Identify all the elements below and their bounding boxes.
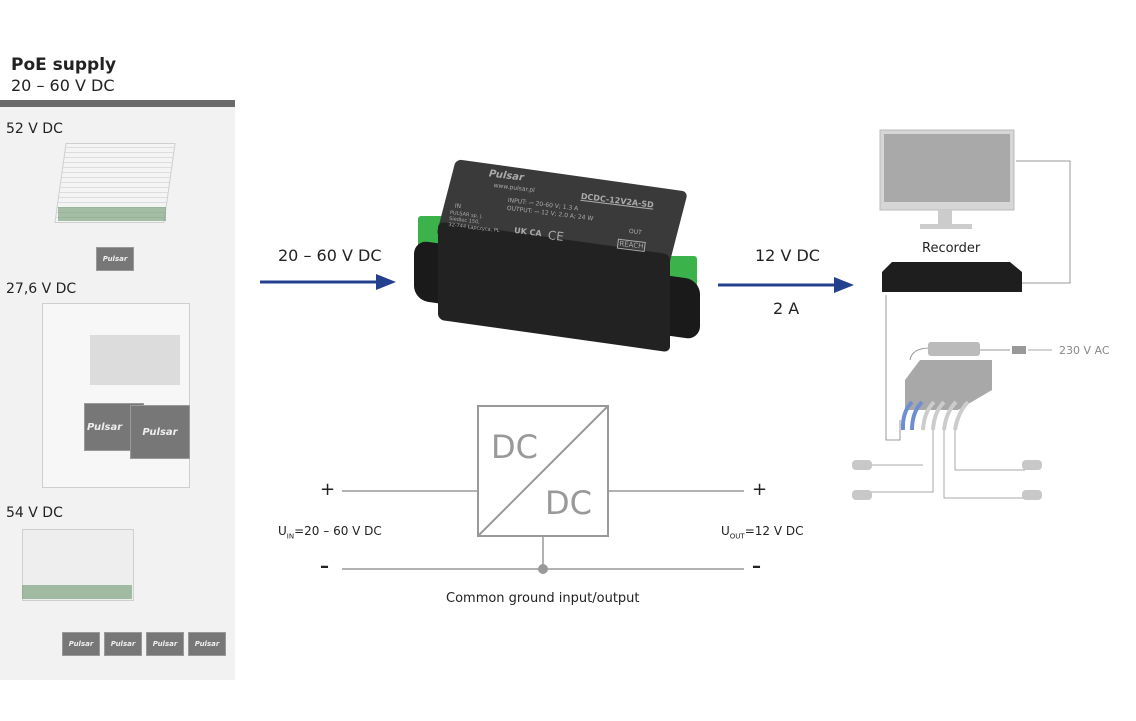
monitor-cable — [1016, 160, 1071, 284]
input-voltage-label: 20 – 60 V DC — [278, 246, 382, 265]
model-text: DCDC-12V2A-SD — [580, 191, 655, 210]
recorder-label: Recorder — [922, 241, 981, 256]
poe-supply-title: PoE supply — [11, 55, 117, 75]
camera-icon — [852, 460, 1042, 500]
cctv-system-diagram — [852, 129, 1071, 500]
monitor-stand — [938, 210, 952, 226]
uout-label: UOUT=12 V DC — [721, 524, 804, 541]
ukca-mark: UK CA — [513, 225, 543, 239]
ac-supply-label: 230 V AC — [1059, 344, 1110, 357]
psu-52v-board — [58, 207, 166, 221]
plug-icon — [1012, 346, 1026, 354]
uplink-cables — [900, 400, 924, 431]
psu-54v-board — [22, 585, 132, 599]
monitor-screen — [884, 134, 1010, 202]
adapter-cable — [909, 347, 931, 361]
common-ground-label: Common ground input/output — [446, 591, 640, 606]
reach-mark: REACH — [616, 238, 646, 252]
camera-cable — [954, 430, 1025, 471]
plus-right: + — [752, 479, 768, 500]
poe-switch-icon — [905, 360, 992, 410]
converter-label-bottom: DC — [545, 484, 592, 522]
output-voltage-label: 12 V DC — [755, 246, 820, 265]
minus-right: – — [752, 556, 761, 577]
battery-icon: Pulsar — [62, 632, 100, 656]
converter-label-top: DC — [491, 428, 538, 466]
ce-mark: CE — [547, 228, 565, 244]
psu-27v-enclosure — [42, 303, 190, 488]
camera-cable — [860, 430, 934, 493]
supply-label-27v: 27,6 V DC — [6, 281, 77, 297]
psu-27v-board — [90, 335, 180, 385]
dcdc-schematic — [342, 405, 744, 574]
power-adapter-icon — [928, 342, 980, 356]
monitor-base — [920, 224, 972, 229]
recorder-icon — [882, 262, 1022, 292]
input-arrow — [260, 274, 396, 290]
converter-diagonal — [477, 405, 609, 537]
battery-icon: Pulsar — [146, 632, 184, 656]
poe-supply-panel: 52 V DC Pulsar 27,6 V DC Pulsar Pulsar 5… — [0, 100, 235, 680]
battery-icon: Pulsar — [96, 247, 134, 271]
in-label: IN — [454, 202, 462, 211]
dcdc-module: Pulsar www.pulsar.pl DCDC-12V2A-SD IN IN… — [410, 159, 700, 353]
poe-supply-range: 20 – 60 V DC — [11, 76, 115, 95]
uin-label: UIN=20 – 60 V DC — [278, 524, 382, 541]
minus-left: – — [320, 556, 329, 577]
camera-patch-cables — [921, 400, 970, 431]
battery-icon: Pulsar — [130, 405, 190, 459]
battery-icon: Pulsar — [188, 632, 226, 656]
camera-cable — [943, 430, 1025, 499]
recorder-switch-cable — [885, 295, 901, 441]
out-label: OUT — [628, 227, 643, 237]
supply-label-54v: 54 V DC — [6, 505, 63, 521]
supply-label-52v: 52 V DC — [6, 121, 63, 137]
plus-left: + — [320, 479, 336, 500]
battery-icon: Pulsar — [104, 632, 142, 656]
output-current-label: 2 A — [773, 299, 800, 318]
website-text: www.pulsar.pl — [493, 182, 536, 195]
output-arrow — [718, 277, 854, 293]
ground-node — [538, 564, 548, 574]
